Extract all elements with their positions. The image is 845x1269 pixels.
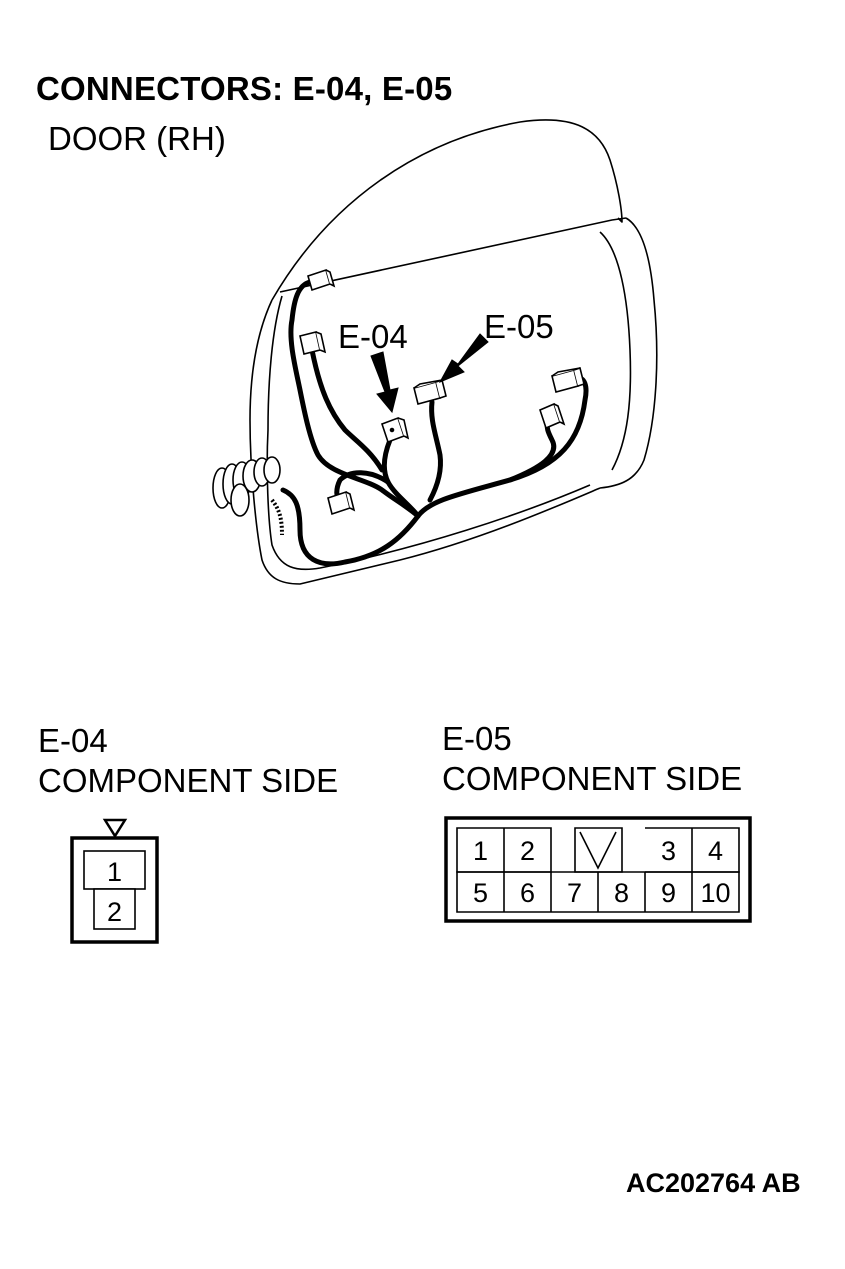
e04-pin-cell-2 bbox=[93, 888, 136, 930]
connector-right-top bbox=[551, 366, 585, 393]
connector-e04 bbox=[380, 416, 410, 444]
e05-heading: E-05 bbox=[442, 720, 512, 757]
e05-grid bbox=[456, 827, 740, 913]
e05-pin-9: 9 bbox=[661, 878, 676, 908]
e05-pin-5: 5 bbox=[473, 878, 488, 908]
e04-pin-2: 2 bbox=[107, 897, 122, 927]
e05-pin-7: 7 bbox=[567, 878, 582, 908]
pointer-arrows bbox=[370, 333, 489, 414]
connector-left bbox=[299, 331, 327, 355]
e05-pin-10: 10 bbox=[700, 878, 730, 908]
connector-lower bbox=[327, 490, 356, 516]
figure-code: AC202764 AB bbox=[626, 1168, 801, 1198]
e04-arrow bbox=[370, 351, 399, 414]
page-title: CONNECTORS: E-04, E-05 bbox=[36, 70, 453, 107]
e04-pin-1: 1 bbox=[107, 857, 122, 887]
e05-connector-face: 1 2 3 4 5 6 7 8 9 10 bbox=[444, 816, 752, 923]
e05-pin-1: 1 bbox=[473, 836, 488, 866]
connector-top-left bbox=[307, 268, 336, 292]
connector-right-mid bbox=[539, 402, 566, 430]
e05-arrow bbox=[438, 333, 489, 384]
e05-pin-3: 3 bbox=[661, 836, 676, 866]
e05-pin-8: 8 bbox=[614, 878, 629, 908]
e04-key-triangle bbox=[102, 818, 128, 839]
e05-side-label: COMPONENT SIDE bbox=[442, 760, 743, 797]
wire-harness bbox=[280, 279, 589, 567]
door-connectors bbox=[299, 268, 585, 516]
door-label-e05: E-05 bbox=[484, 308, 554, 345]
harness-grommet bbox=[212, 456, 281, 517]
wire-end bbox=[270, 498, 284, 536]
e05-pin-4: 4 bbox=[708, 836, 723, 866]
connector-e05 bbox=[413, 378, 447, 405]
door-label-e04: E-04 bbox=[338, 318, 408, 355]
e04-side-label: COMPONENT SIDE bbox=[38, 762, 339, 799]
e04-pin-cell-1 bbox=[83, 850, 146, 890]
e04-heading: E-04 bbox=[38, 722, 108, 759]
e04-connector-face: 1 2 bbox=[70, 818, 159, 944]
e05-pin-6: 6 bbox=[520, 878, 535, 908]
e05-pin-2: 2 bbox=[520, 836, 535, 866]
door-outline bbox=[249, 119, 658, 585]
view-subtitle: DOOR (RH) bbox=[48, 120, 226, 157]
